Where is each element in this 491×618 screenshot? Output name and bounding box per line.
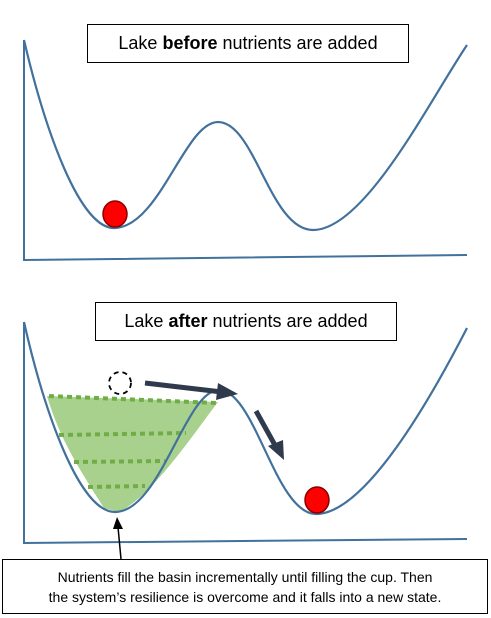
top-panel bbox=[22, 39, 468, 262]
top-title-suffix: nutrients are added bbox=[217, 33, 378, 53]
caption-pointer-arrow bbox=[113, 517, 123, 560]
arrow-down bbox=[253, 409, 284, 460]
bottom-title-bold: after bbox=[168, 311, 208, 331]
nutrient-fill-area bbox=[47, 396, 218, 512]
top-title-bold: before bbox=[162, 33, 218, 53]
bottom-axis bbox=[23, 322, 468, 545]
bottom-panel bbox=[22, 321, 468, 560]
bottom-ball bbox=[304, 486, 330, 514]
caption-line-1: Nutrients fill the basin incrementally u… bbox=[57, 568, 433, 585]
arrow-right bbox=[144, 380, 238, 400]
bottom-panel-title: Lake after nutrients are added bbox=[95, 302, 397, 341]
top-panel-title: Lake before nutrients are added bbox=[87, 24, 409, 63]
top-title-prefix: Lake bbox=[118, 33, 163, 53]
former-ball-position bbox=[108, 371, 132, 395]
bottom-title-prefix: Lake bbox=[124, 311, 169, 331]
top-axis bbox=[23, 40, 468, 262]
caption-box: Nutrients fill the basin incrementally u… bbox=[2, 559, 488, 614]
top-landscape-curve bbox=[22, 39, 468, 232]
fill-level-line bbox=[73, 459, 166, 464]
top-ball bbox=[102, 200, 128, 228]
fill-level-line bbox=[58, 431, 187, 437]
bottom-title-suffix: nutrients are added bbox=[207, 311, 368, 331]
caption-line-2: the system’s resilience is overcome and … bbox=[48, 588, 442, 605]
fill-level-line bbox=[87, 484, 146, 489]
fill-level-dotted-lines bbox=[48, 394, 217, 489]
fill-level-line bbox=[48, 394, 217, 405]
